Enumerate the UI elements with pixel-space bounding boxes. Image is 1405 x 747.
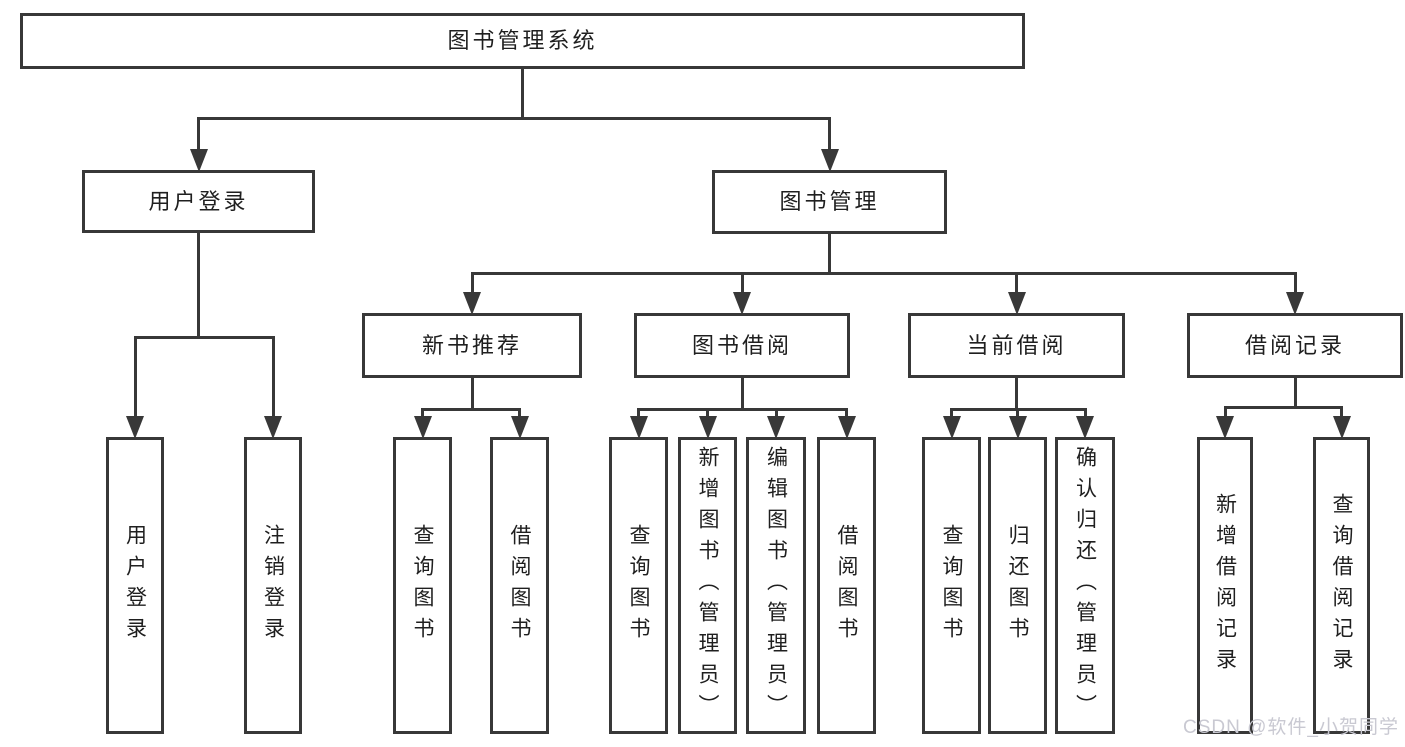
edge-line [637, 408, 640, 420]
node-borrow-records: 借阅记录 [1187, 313, 1403, 378]
arrow-down-icon [942, 416, 961, 439]
node-label-leaf-nbr-borrow: 借阅图书 [508, 523, 531, 648]
arrow-down-icon [767, 416, 785, 439]
node-user-login: 用户登录 [82, 170, 315, 233]
edge-line [271, 336, 275, 420]
arrow-down-icon [1008, 416, 1027, 439]
arrow-down-icon [1332, 416, 1351, 439]
edge-line [470, 377, 474, 411]
arrow-down-icon [820, 149, 839, 172]
node-leaf-logout: 注销登录 [244, 437, 302, 734]
node-label-leaf-cb-query: 查询图书 [940, 523, 963, 648]
edge-line [470, 272, 474, 296]
node-leaf-bb-query: 查询图书 [609, 437, 668, 734]
arrow-down-icon [698, 416, 717, 439]
node-label-borrow-records: 借阅记录 [1244, 332, 1345, 358]
node-label-leaf-br-query: 查询借阅记录 [1330, 492, 1353, 679]
edge-line [518, 408, 521, 420]
edge-line [197, 232, 200, 339]
edge-line [706, 408, 709, 420]
edge-line [1293, 377, 1297, 409]
arrow-down-icon [463, 292, 481, 315]
node-leaf-bb-borrow: 借阅图书 [817, 437, 876, 734]
node-leaf-nbr-query: 查询图书 [393, 437, 452, 734]
edge-line [637, 408, 848, 411]
edge-line [197, 117, 200, 153]
arrow-down-icon [1007, 292, 1026, 315]
node-leaf-br-query: 查询借阅记录 [1313, 437, 1370, 734]
arrow-down-icon [837, 416, 856, 439]
node-label-leaf-br-add: 新增借阅记录 [1213, 492, 1237, 679]
node-label-leaf-nbr-query: 查询图书 [411, 523, 434, 648]
node-leaf-cb-query: 查询图书 [922, 437, 981, 734]
edge-line [740, 377, 744, 411]
arrow-down-icon [413, 416, 432, 439]
node-label-user-login: 用户登录 [148, 188, 249, 214]
node-book-mgmt: 图书管理 [712, 170, 947, 234]
edge-line [828, 233, 831, 275]
edge-line [774, 408, 778, 420]
node-leaf-br-add: 新增借阅记录 [1197, 437, 1253, 734]
arrow-down-icon [264, 416, 282, 439]
node-leaf-nbr-borrow: 借阅图书 [490, 437, 549, 734]
node-label-leaf-cb-return: 归还图书 [1006, 523, 1029, 648]
node-label-leaf-bb-query: 查询图书 [627, 523, 650, 648]
edge-line [828, 117, 831, 153]
edge-line [1015, 377, 1018, 411]
edge-line [133, 336, 137, 420]
edge-line [1016, 408, 1019, 420]
edge-line [1223, 406, 1343, 409]
node-label-root: 图书管理系统 [447, 28, 598, 53]
node-label-leaf-bb-borrow: 借阅图书 [835, 523, 858, 648]
edge-line [740, 272, 744, 296]
arrow-down-icon [189, 149, 208, 172]
node-leaf-cb-return: 归还图书 [988, 437, 1047, 734]
edge-line [421, 408, 424, 420]
arrow-down-icon [1216, 416, 1234, 439]
edge-line [421, 408, 521, 411]
edge-line [197, 117, 831, 120]
edge-line [845, 408, 848, 420]
edge-line [950, 408, 953, 420]
edge-line [1015, 272, 1018, 296]
arrow-down-icon [629, 416, 648, 439]
node-label-leaf-cb-confirm: 确认归还（管理员） [1073, 446, 1097, 725]
node-label-book-mgmt: 图书管理 [779, 189, 880, 214]
edge-line [133, 336, 275, 339]
node-label-current-borrow: 当前借阅 [966, 332, 1067, 358]
node-leaf-bb-edit: 编辑图书（管理员） [746, 437, 806, 734]
node-label-book-borrow: 图书借阅 [691, 332, 792, 358]
node-label-new-book-rec: 新书推荐 [421, 332, 522, 358]
arrow-down-icon [733, 292, 751, 315]
node-book-borrow: 图书借阅 [634, 313, 850, 378]
node-root: 图书管理系统 [20, 13, 1025, 69]
edge-line [1293, 272, 1297, 296]
node-label-leaf-user-login: 用户登录 [123, 523, 147, 648]
edge-line [1340, 406, 1343, 420]
node-label-leaf-bb-add: 新增图书（管理员） [696, 446, 719, 725]
arrow-down-icon [1286, 292, 1304, 315]
edge-line [1083, 408, 1087, 420]
edge-line [1223, 406, 1227, 420]
arrow-down-icon [510, 416, 529, 439]
edge-line [470, 272, 1297, 275]
node-label-leaf-bb-edit: 编辑图书（管理员） [764, 446, 788, 725]
node-leaf-cb-confirm: 确认归还（管理员） [1055, 437, 1115, 734]
node-leaf-bb-add: 新增图书（管理员） [678, 437, 737, 734]
node-current-borrow: 当前借阅 [908, 313, 1125, 378]
node-leaf-user-login: 用户登录 [106, 437, 164, 734]
edge-line [521, 68, 524, 120]
arrow-down-icon [126, 416, 144, 439]
arrow-down-icon [1076, 416, 1094, 439]
node-label-leaf-logout: 注销登录 [261, 523, 285, 648]
watermark: CSDN @软件_小贺同学 [1183, 717, 1399, 738]
node-new-book-rec: 新书推荐 [362, 313, 582, 378]
